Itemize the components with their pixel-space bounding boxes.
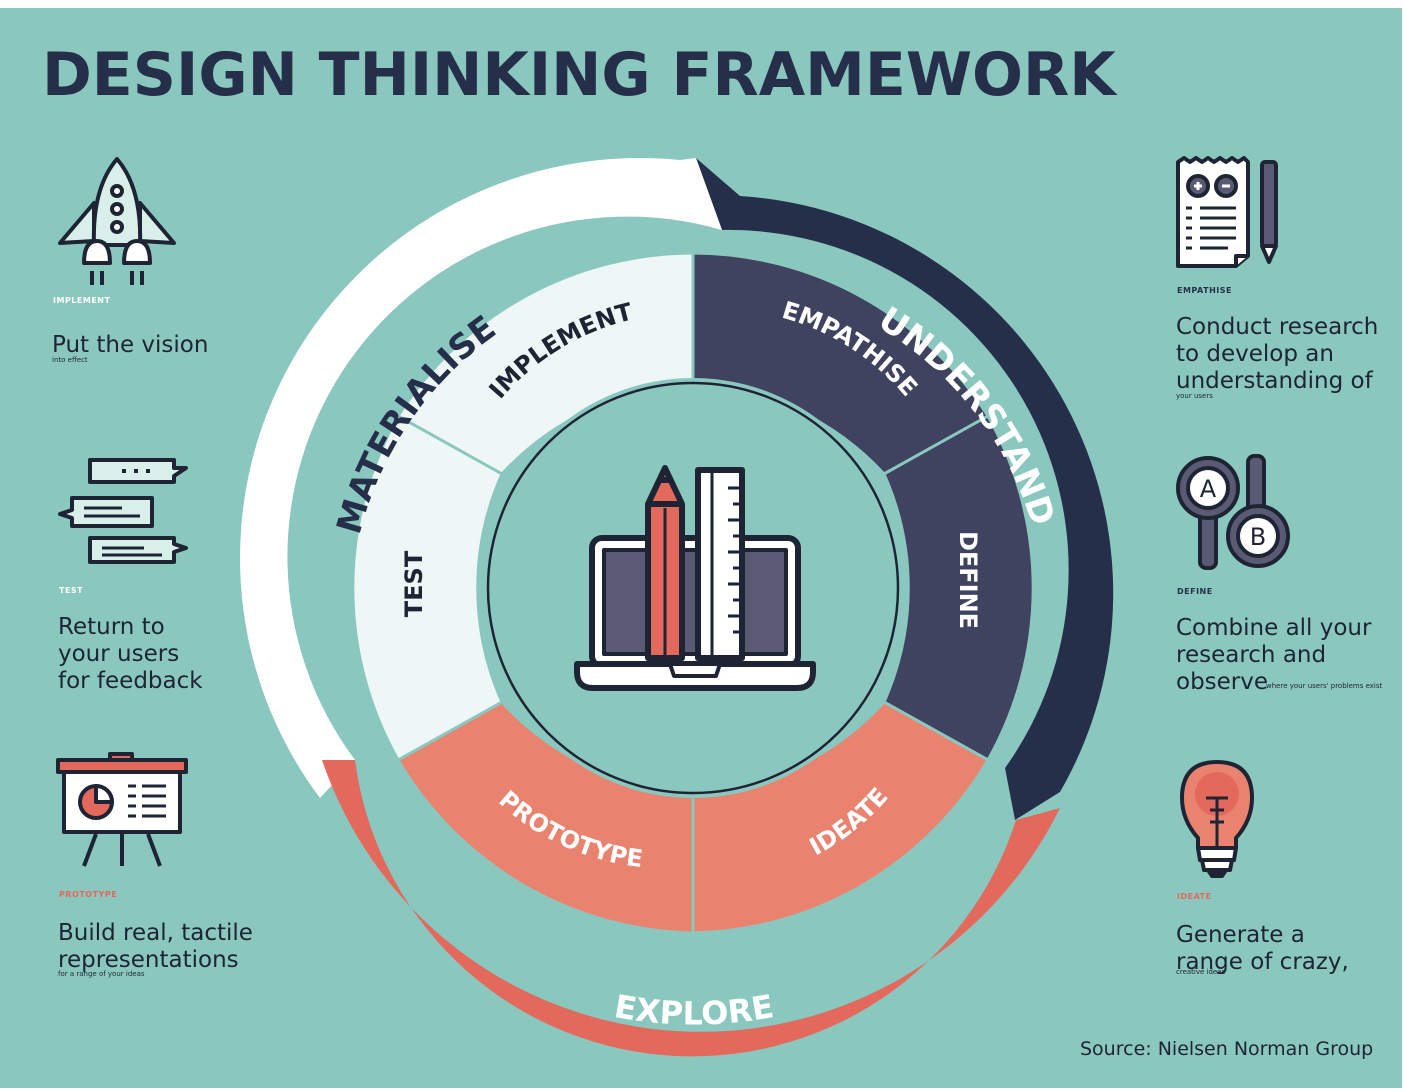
empathise-stage-label: EMPATHISE: [1177, 286, 1232, 295]
test-segment: [351, 413, 504, 763]
center-circle-outline: [486, 381, 900, 795]
infographic-canvas: DESIGN THINKING FRAMEWORK: [0, 8, 1402, 1088]
define-segment: [882, 413, 1035, 763]
empathise-description-line: to develop an: [1176, 341, 1334, 367]
page-title: DESIGN THINKING FRAMEWORK: [42, 40, 1116, 110]
ideate-description-line: range of crazy,: [1176, 949, 1349, 975]
prototype-description-line: representations: [58, 947, 239, 973]
ideate-segment: [691, 700, 991, 935]
define-label: DEFINE: [954, 531, 982, 629]
test-description-line: Return to: [58, 614, 165, 640]
prototype-description-line: Build real, tactile: [58, 920, 253, 946]
define-description-small: where your users' problems exist: [1266, 682, 1383, 690]
ideate-description-small: creative ideas: [1176, 968, 1226, 976]
laptop-pencil-ruler-icon: [574, 465, 816, 691]
define-description: Combine all your research and observe: [1176, 615, 1371, 696]
presentation-board-icon: [56, 752, 188, 867]
define-description-line: Combine all your: [1176, 615, 1372, 641]
svg-text:B: B: [1250, 523, 1266, 551]
ideate-description: Generate a range of crazy,: [1176, 922, 1349, 976]
test-stage-label: TEST: [59, 586, 84, 595]
ideate-description-line: Generate a: [1176, 922, 1305, 948]
define-stage-label: DEFINE: [1177, 587, 1213, 596]
test-label: TEST: [400, 550, 428, 617]
define-description-line: observe: [1176, 669, 1269, 695]
ab-test-icon: A B: [1176, 454, 1290, 570]
prototype-description: Build real, tactile representations: [58, 920, 253, 974]
empathise-description: Conduct research to develop an understan…: [1176, 314, 1378, 395]
define-description-line: research and: [1176, 642, 1327, 668]
test-description-line: for feedback: [58, 668, 203, 694]
prototype-stage-label: PROTOTYPE: [59, 890, 118, 899]
implement-description: Put the vision: [52, 332, 208, 359]
implement-description-line: Put the vision: [52, 332, 209, 358]
explore-arc: [322, 760, 1060, 1057]
materialise-arc: [239, 157, 722, 798]
lightbulb-icon: [1180, 760, 1254, 878]
ideate-stage-label: IDEATE: [1177, 892, 1212, 901]
implement-stage-label: IMPLEMENT: [53, 296, 111, 305]
svg-text:A: A: [1200, 475, 1217, 503]
empathise-description-line: understanding of: [1176, 368, 1373, 394]
understand-arc: [696, 158, 1114, 820]
test-description: Return to your users for feedback: [58, 614, 203, 695]
rocket-icon: [58, 157, 176, 285]
test-description-line: your users: [58, 641, 180, 667]
source-credit: Source: Nielsen Norman Group: [1080, 1038, 1374, 1060]
implement-description-small: into effect: [52, 356, 88, 364]
checklist-pencil-icon: [1176, 156, 1278, 268]
chat-bubbles-icon: [58, 458, 188, 564]
prototype-description-small: for a range of your ideas: [58, 970, 145, 978]
empathise-description-small: your users: [1176, 392, 1213, 400]
explore-label: EXPLORE: [612, 987, 777, 1032]
empathise-description-line: Conduct research: [1176, 314, 1379, 340]
design-thinking-wheel: MATERIALISE UNDERSTAND EXPLORE IMPLEMENT…: [239, 157, 1114, 1057]
